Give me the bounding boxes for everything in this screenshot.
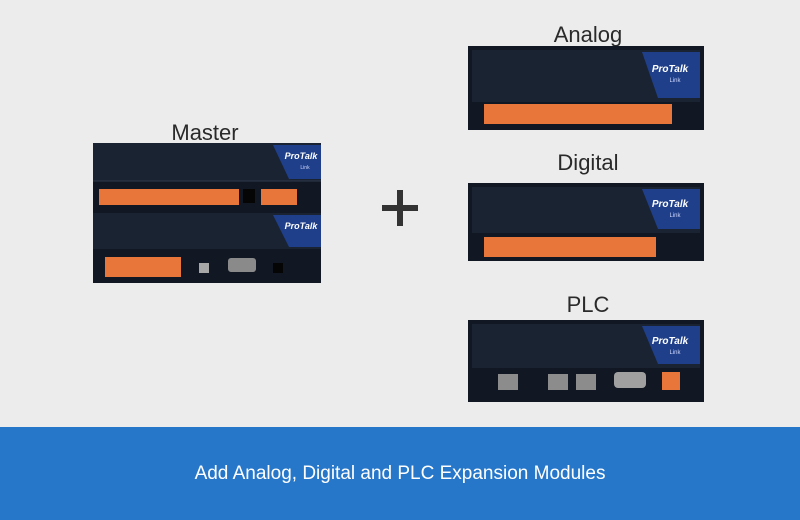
digital-module: ProTalk Link bbox=[468, 183, 704, 261]
brand-sub: Link bbox=[669, 213, 681, 219]
digital-label: Digital bbox=[557, 150, 619, 175]
brand-name: ProTalk bbox=[652, 336, 689, 347]
brand-name: ProTalk bbox=[652, 199, 689, 210]
brand-name: ProTalk bbox=[285, 221, 319, 231]
footer-banner bbox=[0, 427, 800, 520]
analog-label: Analog bbox=[553, 22, 623, 47]
brand-sub: Link bbox=[669, 350, 681, 356]
plc-label: PLC bbox=[566, 292, 610, 317]
master-module-top: ProTalk Link bbox=[93, 143, 321, 213]
analog-module: ProTalk Link bbox=[468, 46, 704, 130]
plc-module: ProTalk Link bbox=[468, 320, 704, 402]
brand-name: ProTalk bbox=[285, 151, 319, 161]
brand-sub: Link bbox=[300, 165, 310, 171]
master-label: Master bbox=[171, 120, 239, 145]
brand-sub: Link bbox=[669, 78, 681, 84]
plus-icon bbox=[380, 188, 420, 228]
footer-caption: Add Analog, Digital and PLC Expansion Mo… bbox=[194, 463, 606, 484]
brand-name: ProTalk bbox=[652, 64, 689, 75]
master-module-bottom: ProTalk bbox=[93, 213, 321, 283]
